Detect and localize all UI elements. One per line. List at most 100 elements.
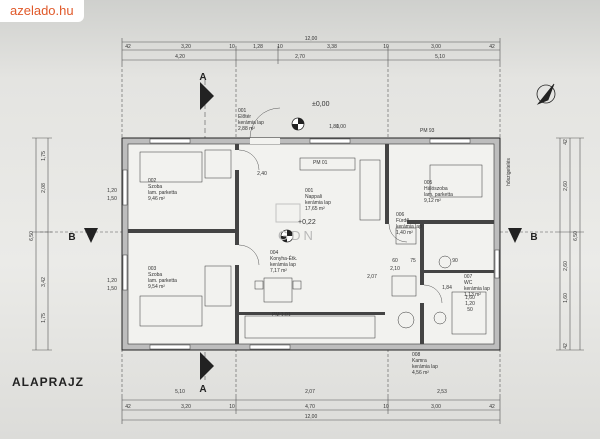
pm-label: PM 93 [420, 128, 435, 134]
dimension-label: 5,10 [435, 54, 445, 60]
room-area: 1,40 m² [396, 230, 413, 236]
dimension-label: 60 [392, 258, 398, 264]
room-number: 008 [412, 352, 421, 358]
dimension-label: 2,60 [563, 261, 569, 271]
dimension-label: 6,50 [29, 231, 35, 241]
room-name: Konyha-Étk. [270, 255, 297, 262]
room-number: 003 [148, 266, 157, 272]
dimension-label: 1,20 [465, 301, 475, 307]
room-floor: kerámia lap [396, 224, 422, 230]
dimension-label: 4,20 [175, 54, 185, 60]
room-number: 006 [396, 212, 405, 218]
room-name: Kamra [412, 358, 427, 364]
dimension-label: 1,50 [107, 286, 117, 292]
dimension-label: 1,84 [442, 285, 452, 291]
dimension-label: 10 [229, 44, 235, 50]
section-markers [84, 82, 522, 380]
dimension-label: 42 [125, 404, 131, 410]
section-mark-label: B [68, 232, 75, 243]
dimension-label: 42 [563, 343, 569, 349]
dimension-label: 3,38 [327, 44, 337, 50]
level-markers [280, 117, 305, 243]
section-mark-label: B [530, 232, 537, 243]
dimension-label: 42 [125, 44, 131, 50]
room-number: 007 [464, 274, 473, 280]
room-area: 4,56 m² [412, 370, 429, 376]
side-note: hőszigetelés [506, 158, 512, 186]
dimension-label: 3,42 [41, 277, 47, 287]
dimension-label: 10 [383, 404, 389, 410]
room-area: 9,54 m² [148, 284, 165, 290]
room-number: 001 [305, 188, 314, 194]
room-area: 7,17 m² [270, 268, 287, 274]
dimension-label: 4,70 [305, 404, 315, 410]
dimension-label: 1,60 [563, 293, 569, 303]
room-name: Fürdő [396, 218, 409, 224]
dimension-label: 3,00 [431, 44, 441, 50]
dimension-label: 90 [452, 258, 458, 264]
dimension-label: 2,07 [305, 389, 315, 395]
room-name: Szoba [148, 184, 162, 190]
north-arrow-icon [536, 83, 556, 105]
dimension-label: 3,20 [181, 404, 191, 410]
level-label: ±0,00 [312, 101, 330, 108]
dimension-label: 2,53 [437, 389, 447, 395]
dimension-label: 1,80 [329, 124, 339, 130]
section-mark-label: A [199, 72, 206, 83]
dimension-label: 10 [383, 44, 389, 50]
furniture [139, 149, 487, 339]
room-name: Előtér [238, 114, 251, 120]
pm-label: PM 01 [313, 160, 328, 166]
dimension-label: 1,75 [41, 313, 47, 323]
room-name: Hálószoba [424, 186, 448, 192]
section-mark-label: A [199, 384, 206, 395]
dimension-label: 75 [410, 258, 416, 264]
dimension-label: 5,10 [175, 389, 185, 395]
room-floor: kerámia lap [305, 200, 331, 206]
room-name: Nappali [305, 194, 322, 200]
plan-title: ALAPRAJZ [12, 375, 84, 389]
dimension-label: 12,00 [305, 36, 318, 42]
room-floor: kerámia lap [270, 262, 296, 268]
windows [122, 138, 500, 350]
dimension-label: 42 [563, 139, 569, 145]
dimension-label: 2,08 [41, 183, 47, 193]
dimension-label: 2,10 [390, 266, 400, 272]
room-area: 9,46 m² [148, 196, 165, 202]
dimension-label: 6,50 [573, 231, 579, 241]
dimension-label: 2,60 [563, 181, 569, 191]
room-area: 1,13 m² [464, 292, 481, 298]
room-area: 2,88 m² [238, 126, 255, 132]
exterior-walls [121, 137, 501, 351]
dimension-label: 2,40 [257, 171, 267, 177]
watermark-logo-icon [275, 203, 301, 223]
dimension-label: 1,75 [41, 151, 47, 161]
room-floor: kerámia lap [412, 364, 438, 370]
dimension-label: 12,00 [305, 414, 318, 420]
room-name: Szoba [148, 272, 162, 278]
dimension-label: 3,20 [181, 44, 191, 50]
room-area: 17,65 m² [305, 206, 325, 212]
room-number: 001 [238, 108, 247, 114]
room-name: WC [464, 280, 473, 286]
room-number: 002 [148, 178, 157, 184]
dimension-label: 1,20 [107, 188, 117, 194]
dimension-label: 3,00 [431, 404, 441, 410]
interior-walls [128, 144, 494, 344]
dimension-label: 1,20 [107, 278, 117, 284]
room-number: 004 [270, 250, 279, 256]
room-floor: kerámia lap [464, 286, 490, 292]
room-area: 9,12 m² [424, 198, 441, 204]
room-floor: lam. parketta [148, 278, 177, 284]
dimension-label: 2,70 [295, 54, 305, 60]
dimension-label: 10 [277, 44, 283, 50]
dimension-label: 1,28 [253, 44, 263, 50]
dimension-label: 1,60 [465, 295, 475, 301]
dimension-label: 50 [467, 307, 473, 313]
dimension-label: 42 [489, 404, 495, 410]
dimension-label: 1,00 [336, 124, 346, 130]
dimension-label: 42 [489, 44, 495, 50]
watermark-logo: GDN [278, 228, 316, 243]
dimension-label: 2,07 [367, 274, 377, 280]
